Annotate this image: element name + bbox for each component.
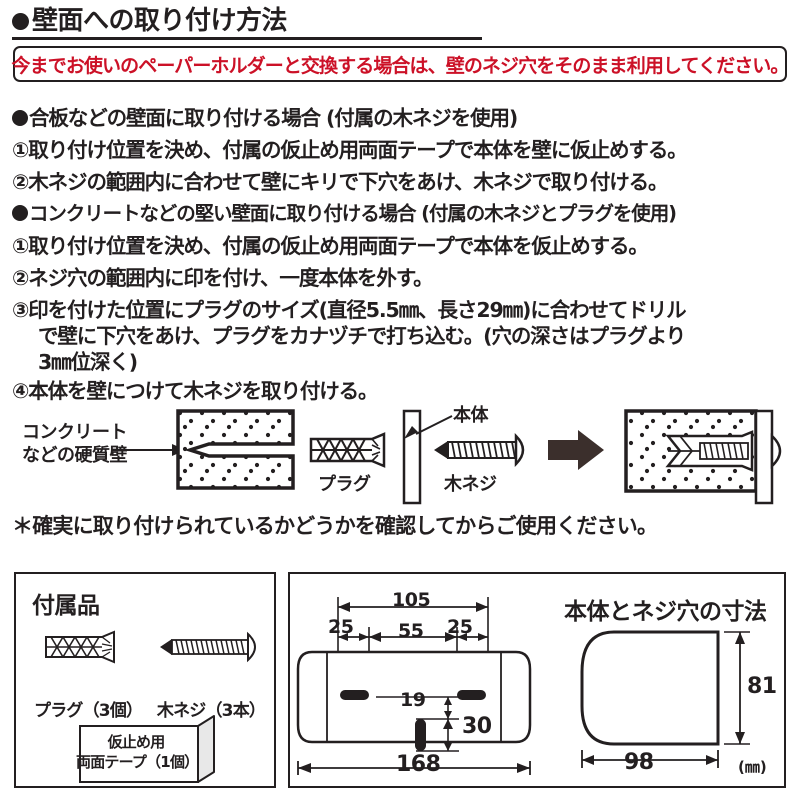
parts-graphics xyxy=(45,630,256,664)
concrete-step-3-cont2: 3㎜位深く) xyxy=(38,350,138,374)
wall-label: コンクリート などの硬質壁 xyxy=(22,422,128,467)
concrete-step-3-cont1: で壁に下穴をあけ、プラグをカナヅチで打ち込む。(穴の深さはプラグより xyxy=(38,324,686,348)
section-heading-label: 壁面への取り付け方法 xyxy=(32,6,288,36)
installation-diagram: コンクリート などの硬質壁 xyxy=(0,405,800,505)
plywood-heading-label: 合板などの壁面に取り付ける場合 (付属の木ネジを使用) xyxy=(29,106,518,130)
dim-hole-width-right: 25 xyxy=(447,616,473,638)
dim-side-height: 81 xyxy=(747,674,777,699)
dim-side-depth: 98 xyxy=(624,750,654,775)
concrete-step-1: ①取り付け位置を決め、付属の仮止め用両面テープで本体を仮止めする。 xyxy=(12,234,649,258)
wall-plug-icon xyxy=(45,630,115,664)
tape-label: 仮止め用 両面テープ（1個） xyxy=(76,732,199,773)
bullet-icon xyxy=(12,110,28,126)
concrete-step-4: ④本体を壁につけて木ネジを取り付ける。 xyxy=(12,379,379,403)
dim-slot-offset: 19 xyxy=(400,689,426,711)
heading-underline xyxy=(12,37,482,40)
parts-panel-title: 付属品 xyxy=(32,593,100,619)
wall-plug-icon xyxy=(309,432,386,468)
screw-label: 木ネジ xyxy=(444,474,497,495)
dim-overall-width: 168 xyxy=(396,752,441,777)
dim-hole-gap-center: 55 xyxy=(398,620,424,642)
body-label: 本体 xyxy=(453,405,489,426)
parts-item-label-0: プラグ（3個） xyxy=(34,701,143,721)
diagram-graphics xyxy=(112,409,782,505)
plywood-step-2: ②木ネジの範囲内に合わせて壁にキリで下穴をあけ、木ネジで取り付ける。 xyxy=(12,170,669,194)
wall-label-line2: などの硬質壁 xyxy=(22,444,128,466)
side-view-graphics xyxy=(580,630,750,768)
concrete-heading-label: コンクリートなどの堅い壁面に取り付ける場合 (付属の木ネジとプラグを使用) xyxy=(29,202,677,225)
wood-screw-icon xyxy=(160,631,256,663)
plug-label: プラグ xyxy=(318,474,371,495)
concrete-step-2: ②ネジ穴の範囲内に印を付け、一度本体を外す。 xyxy=(12,266,434,290)
tape-label-line2: 両面テープ（1個） xyxy=(76,753,199,772)
caution-text: ＊確実に取り付けられているかどうかを確認してからご使用ください。 xyxy=(12,514,658,538)
notice-banner: 今までお使いのペーパーホルダーと交換する場合は、壁のネジ穴をそのまま利用してくだ… xyxy=(11,46,790,82)
dimensions-panel-title: 本体とネジ穴の寸法 xyxy=(564,599,767,625)
wood-screw-icon xyxy=(434,432,525,468)
plywood-step-1: ①取り付け位置を決め、付属の仮止め用両面テープで本体を壁に仮止めする。 xyxy=(12,138,688,162)
dimensions-panel: 本体とネジ穴の寸法 xyxy=(288,572,786,788)
double-sided-tape-icon xyxy=(79,715,215,783)
wall-label-line1: コンクリート xyxy=(22,422,128,443)
concrete-step-3: ③印を付けた位置にプラグのサイズ(直径5.5㎜、長さ29㎜)に合わせてドリル xyxy=(12,298,687,322)
parts-panel: 付属品 プラグ（3個） 木ネジ（3本） xyxy=(14,572,276,788)
bullet-icon xyxy=(12,205,28,221)
bullet-icon xyxy=(12,13,29,30)
concrete-heading: コンクリートなどの堅い壁面に取り付ける場合 (付属の木ネジとプラグを使用) xyxy=(12,202,677,225)
notice-text: 今までお使いのペーパーホルダーと交換する場合は、壁のネジ穴をそのまま利用してくだ… xyxy=(11,54,790,77)
section-heading: 壁面への取り付け方法 xyxy=(12,6,288,36)
tape-label-line1: 仮止め用 xyxy=(107,733,166,751)
dim-hole-width-left: 25 xyxy=(328,616,354,638)
plywood-heading: 合板などの壁面に取り付ける場合 (付属の木ネジを使用) xyxy=(12,106,518,130)
unit-label: (㎜) xyxy=(738,758,767,776)
dim-hole-span: 105 xyxy=(392,589,431,611)
parts-item-label-1: 木ネジ（3本） xyxy=(156,701,266,721)
dim-slot-height: 30 xyxy=(462,714,492,739)
front-view-graphics xyxy=(296,597,532,775)
